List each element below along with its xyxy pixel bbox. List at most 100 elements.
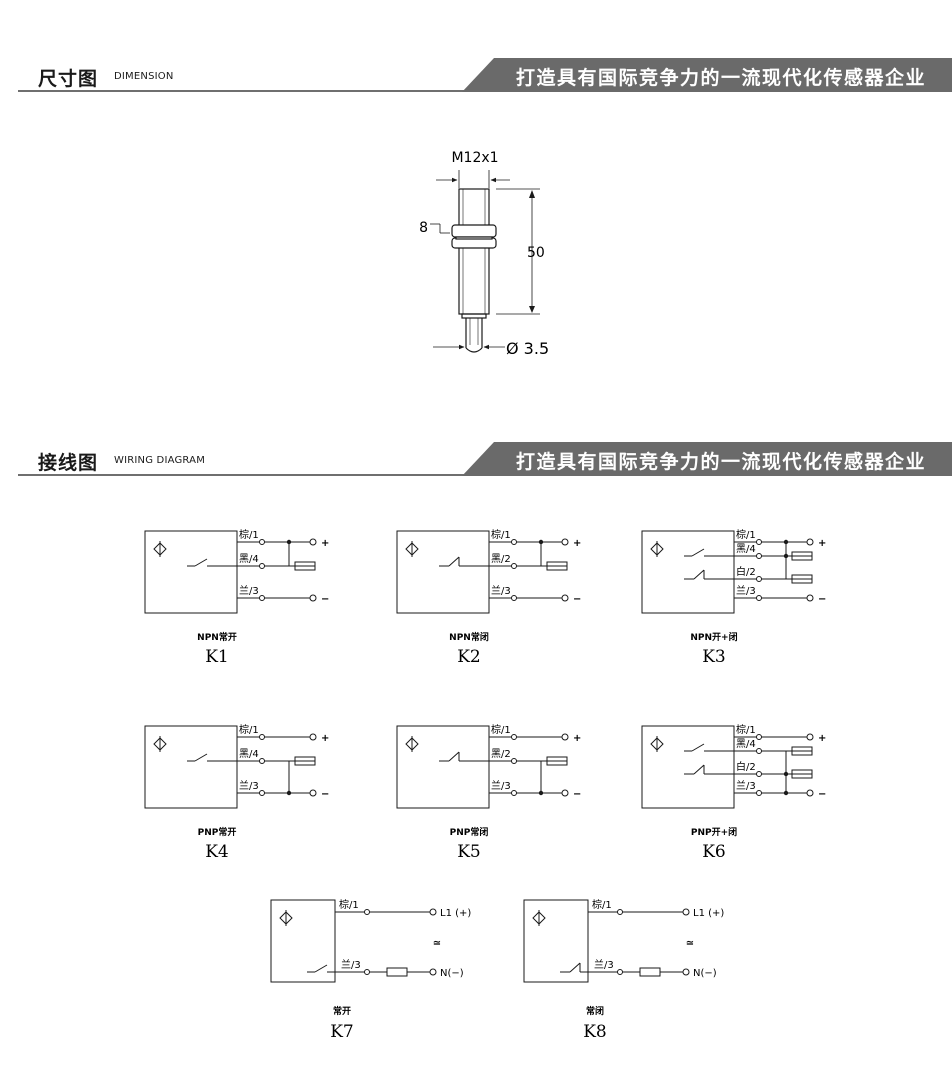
terminal xyxy=(561,594,569,602)
diagram-code: K1 xyxy=(205,647,229,667)
terminal xyxy=(309,594,317,602)
diagram-caption: 常闭 xyxy=(586,1005,604,1017)
terminal xyxy=(756,539,762,545)
sensor-box xyxy=(144,530,238,614)
terminal xyxy=(756,595,762,601)
terminal xyxy=(259,595,265,601)
slogan-banner xyxy=(462,442,952,476)
supply-label: N(−) xyxy=(440,968,464,979)
wire-label: 兰/3 xyxy=(594,958,614,971)
cable-diameter-label: Ø 3.5 xyxy=(506,339,549,358)
resistor xyxy=(639,967,661,977)
wire-label: 兰/3 xyxy=(491,584,511,597)
terminal xyxy=(364,909,370,915)
switch-blade xyxy=(194,753,208,762)
sensor-box xyxy=(144,725,238,809)
ac-symbol: ≃ xyxy=(433,938,441,949)
terminal xyxy=(561,733,569,741)
length-label: 50 xyxy=(527,245,545,261)
supply-label: N(−) xyxy=(693,968,717,979)
sensor-box xyxy=(396,725,490,809)
junction-dot xyxy=(783,790,789,796)
polarity-label: + xyxy=(573,733,581,744)
terminal xyxy=(756,790,762,796)
sensor-box xyxy=(641,725,735,809)
polarity-label: − xyxy=(818,789,826,800)
terminal xyxy=(617,909,623,915)
switch-blade xyxy=(569,962,581,973)
terminal xyxy=(806,594,814,602)
polarity-label: − xyxy=(573,789,581,800)
switch-blade xyxy=(194,558,208,567)
switch-blade xyxy=(691,548,705,557)
slogan-text: 打造具有国际竞争力的一流现代化传感器企业 xyxy=(515,451,926,473)
sensor-box xyxy=(270,899,336,983)
wiring-diagrams: 棕/1+兰/3−黑/4NPN常开K1棕/1+兰/3−黑/2NPN常闭K2棕/1+… xyxy=(144,528,826,1042)
diagram-caption: PNP开+闭 xyxy=(691,826,737,838)
sensor-dimension-drawing xyxy=(430,170,540,353)
terminal xyxy=(259,539,265,545)
polarity-label: + xyxy=(321,733,329,744)
nut-label: 8 xyxy=(419,220,428,236)
terminal xyxy=(309,538,317,546)
section-subtitle: DIMENSION xyxy=(114,71,174,82)
wire-label: 兰/3 xyxy=(491,779,511,792)
junction-dot xyxy=(538,790,544,796)
polarity-label: + xyxy=(573,538,581,549)
diagram-caption: NPN常开 xyxy=(197,631,237,643)
terminal xyxy=(806,733,814,741)
junction-dot xyxy=(286,539,292,545)
supply-label: L1 (+) xyxy=(440,908,471,919)
polarity-label: − xyxy=(818,594,826,605)
terminal xyxy=(309,733,317,741)
diagram-caption: NPN常闭 xyxy=(449,631,489,643)
junction-dot xyxy=(783,553,789,559)
supply-label: L1 (+) xyxy=(693,908,724,919)
diagram-caption: NPN开+闭 xyxy=(690,631,737,643)
slogan-banner xyxy=(462,58,952,92)
terminal xyxy=(511,790,517,796)
terminal xyxy=(682,908,690,916)
slogan-text: 打造具有国际竞争力的一流现代化传感器企业 xyxy=(515,67,926,89)
terminal xyxy=(756,576,762,582)
sensor-body xyxy=(458,188,490,315)
terminal xyxy=(756,748,762,754)
switch-blade xyxy=(448,751,460,762)
wire-label: 黑/2 xyxy=(491,553,511,565)
switch-blade xyxy=(693,569,705,580)
terminal xyxy=(561,789,569,797)
wire-label: 棕/1 xyxy=(239,528,259,541)
terminal xyxy=(756,771,762,777)
wire-label: 兰/3 xyxy=(239,584,259,597)
diagram-code: K4 xyxy=(205,842,229,862)
wire-label: 棕/1 xyxy=(736,528,756,541)
wire-label: 黑/4 xyxy=(736,738,756,750)
terminal xyxy=(259,563,265,569)
terminal xyxy=(364,969,370,975)
terminal xyxy=(617,969,623,975)
section-title: 尺寸图 xyxy=(38,68,99,90)
junction-dot xyxy=(538,539,544,545)
wire-label: 黑/4 xyxy=(736,543,756,555)
ac-symbol: ≃ xyxy=(686,938,694,949)
polarity-label: − xyxy=(321,594,329,605)
diagram-code: K6 xyxy=(702,842,726,862)
terminal xyxy=(806,538,814,546)
sensor-box xyxy=(523,899,589,983)
polarity-label: − xyxy=(573,594,581,605)
diagram-caption: PNP常开 xyxy=(198,826,237,838)
terminal xyxy=(259,734,265,740)
polarity-label: + xyxy=(818,733,826,744)
terminal xyxy=(756,553,762,559)
terminal xyxy=(511,734,517,740)
terminal xyxy=(511,595,517,601)
junction-dot xyxy=(783,771,789,777)
terminal xyxy=(259,790,265,796)
